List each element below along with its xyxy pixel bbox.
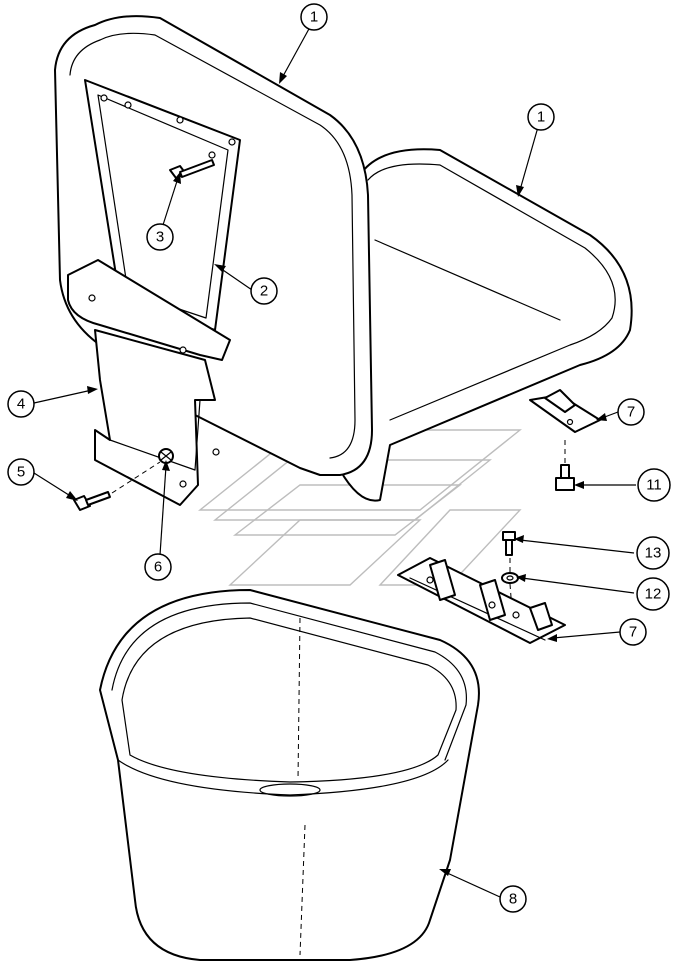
bolt-11 bbox=[555, 440, 575, 491]
hinge-lower bbox=[397, 557, 566, 644]
callout-label: 4 bbox=[17, 396, 25, 413]
callout-label: 5 bbox=[17, 464, 25, 481]
callout-13: 13 bbox=[636, 536, 670, 570]
callout-label: 7 bbox=[629, 624, 637, 641]
bolt-3 bbox=[169, 159, 215, 179]
seat-cushion bbox=[329, 148, 633, 502]
callout-5: 5 bbox=[7, 458, 35, 486]
callout-label: 1 bbox=[310, 9, 318, 26]
callout-label: 13 bbox=[645, 545, 662, 562]
storage-bracket bbox=[67, 259, 231, 506]
callout-11: 11 bbox=[637, 468, 671, 502]
bolt-13 bbox=[502, 531, 516, 556]
callout-label: 3 bbox=[156, 229, 164, 246]
callout-7-upper: 7 bbox=[617, 398, 645, 426]
watermark-logo bbox=[198, 429, 522, 586]
callout-8: 8 bbox=[499, 885, 527, 913]
hinge-upper bbox=[529, 389, 601, 433]
callout-label: 12 bbox=[645, 586, 662, 603]
leader-lines bbox=[33, 26, 636, 898]
callout-7-lower: 7 bbox=[619, 618, 647, 646]
storage-tub bbox=[99, 589, 480, 961]
callout-label: 11 bbox=[646, 477, 662, 494]
callout-4: 4 bbox=[7, 390, 35, 418]
callout-label: 7 bbox=[627, 404, 635, 421]
callout-label: 1 bbox=[537, 109, 545, 126]
callout-3: 3 bbox=[146, 223, 174, 251]
callout-12: 12 bbox=[636, 577, 670, 611]
callout-6: 6 bbox=[144, 553, 172, 581]
callout-label: 8 bbox=[509, 891, 517, 908]
callout-label: 6 bbox=[154, 559, 162, 576]
callout-1-top: 1 bbox=[300, 3, 328, 31]
callout-1-seat: 1 bbox=[527, 103, 555, 131]
washer-12 bbox=[501, 558, 519, 611]
callout-label: 2 bbox=[260, 283, 268, 300]
bolt-5 bbox=[73, 461, 161, 511]
callout-2: 2 bbox=[250, 277, 278, 305]
